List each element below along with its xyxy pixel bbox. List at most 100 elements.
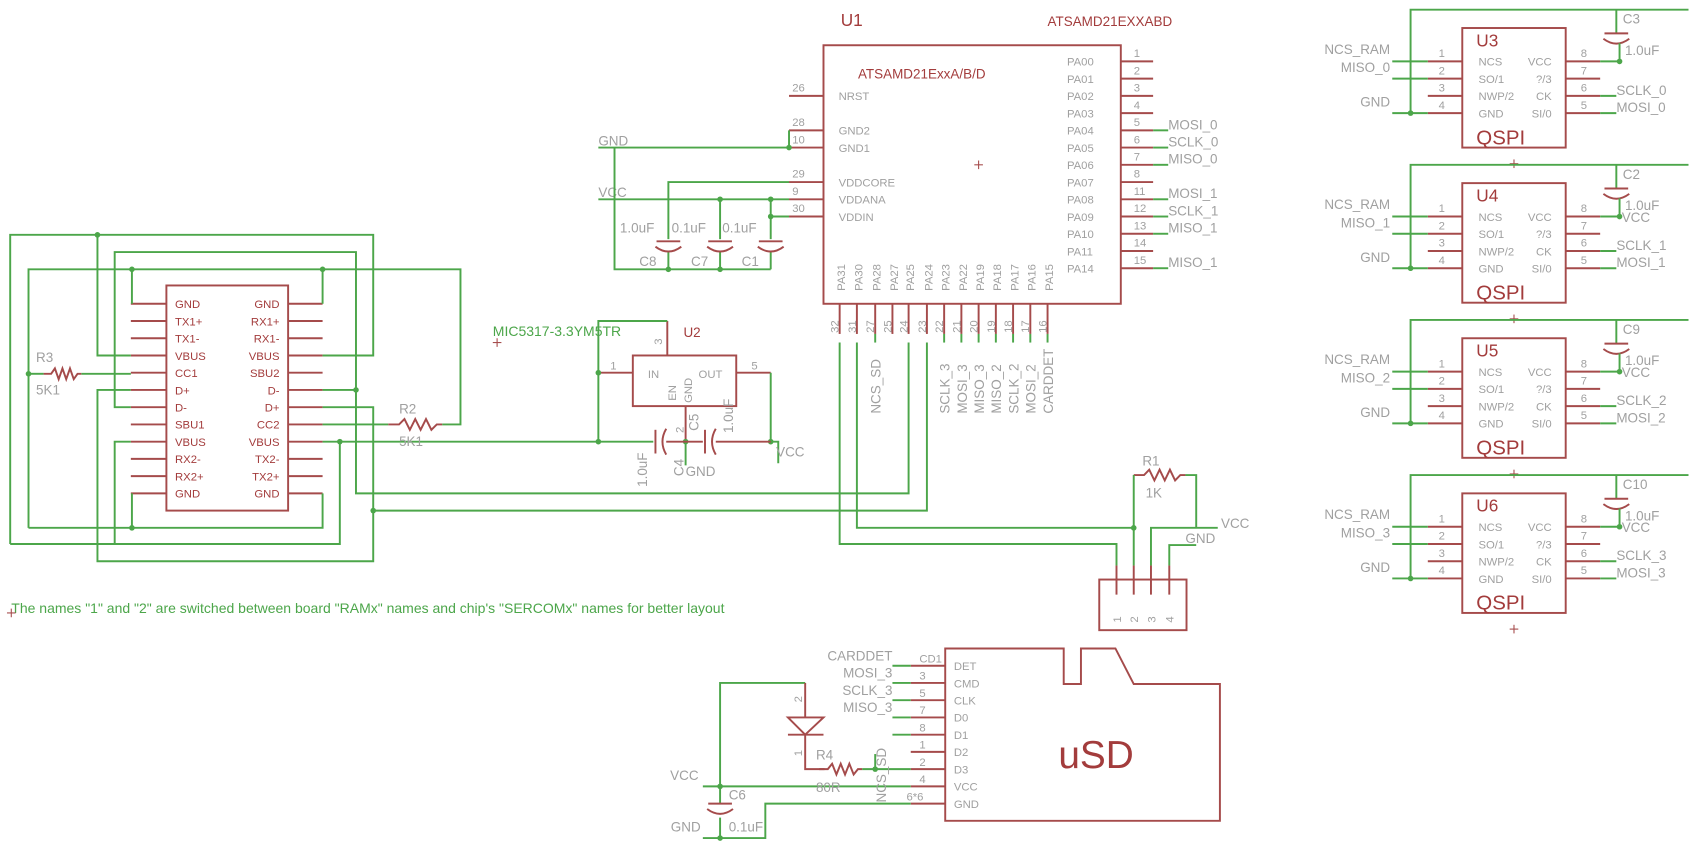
pin-name: PA19 bbox=[975, 264, 987, 291]
pin-number: 3 bbox=[653, 338, 665, 344]
qspi-ref-label: U5 bbox=[1476, 341, 1498, 361]
pin-name: VCC bbox=[1528, 367, 1552, 379]
usb-pin-name: VBUS bbox=[175, 437, 206, 449]
pin-name: SO/1 bbox=[1478, 229, 1504, 241]
pin-number: 7 bbox=[1581, 220, 1587, 232]
net-label-vcc: VCC bbox=[1622, 210, 1651, 225]
pin-name: PA23 bbox=[941, 264, 953, 291]
net-label-sclk: SCLK_0 bbox=[1616, 83, 1666, 98]
cap-ref: C4 bbox=[671, 458, 686, 476]
wire bbox=[373, 342, 928, 512]
origin-mark bbox=[1509, 159, 1519, 169]
junction-dot bbox=[1616, 368, 1623, 375]
qspi-ref-label: U3 bbox=[1476, 30, 1498, 50]
usb-pin-name: RX1- bbox=[254, 334, 280, 346]
pin-number: 8 bbox=[1581, 358, 1587, 370]
pin-name: PA28 bbox=[872, 264, 884, 291]
net-label-ncs: NCS_RAM bbox=[1324, 42, 1390, 57]
qspi-chip-u3[interactable]: U3QSPI1NCS8VCC2SO/17?/33NWP/26CK4GND5SI/… bbox=[1427, 27, 1601, 149]
junction-dot bbox=[872, 766, 879, 772]
resistor-symbol bbox=[819, 761, 863, 778]
pin-number: 8 bbox=[919, 722, 925, 734]
net-label-sclk: SCLK_2 bbox=[1616, 393, 1666, 408]
pin-number: 15 bbox=[1134, 255, 1147, 267]
pin-name: GND bbox=[683, 378, 695, 403]
wire bbox=[1600, 508, 1621, 528]
pin-number: 4 bbox=[1439, 255, 1445, 267]
pin-number: 28 bbox=[792, 117, 805, 129]
capacitor-c2[interactable]: C21.0uF bbox=[1602, 167, 1659, 213]
usb-pin-name: D- bbox=[175, 402, 187, 414]
wire bbox=[1409, 474, 1689, 579]
cap-value: 1.0uF bbox=[1625, 43, 1659, 58]
pin-number: 5 bbox=[1581, 410, 1587, 422]
pin-name: VCC bbox=[1528, 212, 1552, 224]
net-label-miso: MISO_3 bbox=[1341, 526, 1390, 541]
capacitor-curved-plate bbox=[661, 428, 668, 456]
pin-number: 6*6 bbox=[906, 791, 923, 803]
pin-name: SO/1 bbox=[1478, 74, 1504, 86]
pin-number: 1 bbox=[1439, 358, 1445, 370]
qspi-chip-u6[interactable]: U6QSPI1NCS8VCC2SO/17?/33NWP/26CK4GND5SI/… bbox=[1427, 492, 1601, 615]
net-label-carddet: CARDDET bbox=[827, 648, 892, 663]
wire bbox=[10, 441, 341, 545]
usb-pin-name: TX1- bbox=[175, 334, 200, 346]
net-label-gnd: GND bbox=[1360, 405, 1390, 420]
pin-number: 5 bbox=[1581, 255, 1587, 267]
diode-symbol bbox=[785, 716, 826, 737]
pin-name: CK bbox=[1536, 246, 1552, 258]
u2-body bbox=[631, 354, 738, 408]
pin-number: 8 bbox=[1134, 169, 1140, 181]
pin-number: 5 bbox=[751, 360, 757, 372]
pin-name: SI/0 bbox=[1532, 419, 1552, 431]
gnd-net-label: GND bbox=[671, 820, 701, 835]
junction-dot bbox=[1616, 523, 1623, 530]
usb-c-connector[interactable]: GNDTX1+TX1-VBUSCC1D+D-SBU1VBUSRX2-RX2+GN… bbox=[130, 284, 323, 512]
pin-number: 5 bbox=[1581, 565, 1587, 577]
qspi-body bbox=[1461, 182, 1567, 304]
junction-dot bbox=[767, 213, 774, 220]
junction-dot bbox=[25, 370, 32, 377]
resistor-ref: R4 bbox=[816, 747, 834, 762]
pin-number: 16 bbox=[1037, 320, 1049, 333]
junction-dot bbox=[665, 266, 672, 273]
wire bbox=[1600, 353, 1621, 373]
pin-name: ?/3 bbox=[1536, 229, 1552, 241]
qspi-chip-u5[interactable]: U5QSPI1NCS8VCC2SO/17?/33NWP/26CK4GND5SI/… bbox=[1427, 337, 1601, 460]
capacitor-c4[interactable]: 1.0uF C4 bbox=[598, 428, 703, 487]
pin-number: 9 bbox=[792, 186, 798, 198]
pin-number: 23 bbox=[917, 320, 929, 333]
net-label-ncs_sd: NCS_SD bbox=[869, 359, 884, 414]
junction-dot bbox=[319, 266, 326, 273]
diode[interactable]: 21 bbox=[785, 682, 826, 771]
pin-name: PA01 bbox=[1067, 74, 1094, 86]
u2-ref-label: U2 bbox=[683, 325, 700, 340]
capacitor-c6[interactable]: C60.1uF bbox=[706, 786, 763, 835]
resistor-value: 5K1 bbox=[36, 382, 60, 397]
pin-number: 18 bbox=[1003, 320, 1015, 333]
pin-number: 11 bbox=[1134, 186, 1146, 198]
pin-number: 6 bbox=[1581, 393, 1587, 405]
qspi-chip-u4[interactable]: U4QSPI1NCS8VCC2SO/17?/33NWP/26CK4GND5SI/… bbox=[1427, 182, 1601, 304]
vcc-net-label: VCC bbox=[598, 185, 627, 200]
cap-value: 1.0uF bbox=[635, 452, 650, 486]
capacitor-c9[interactable]: C91.0uF bbox=[1602, 322, 1659, 368]
pin-name: VDDANA bbox=[839, 195, 887, 207]
net-label-miso_2: MISO_2 bbox=[989, 364, 1004, 413]
capacitor-c3[interactable]: C31.0uF bbox=[1602, 12, 1659, 58]
pin-number: 1 bbox=[919, 740, 925, 752]
